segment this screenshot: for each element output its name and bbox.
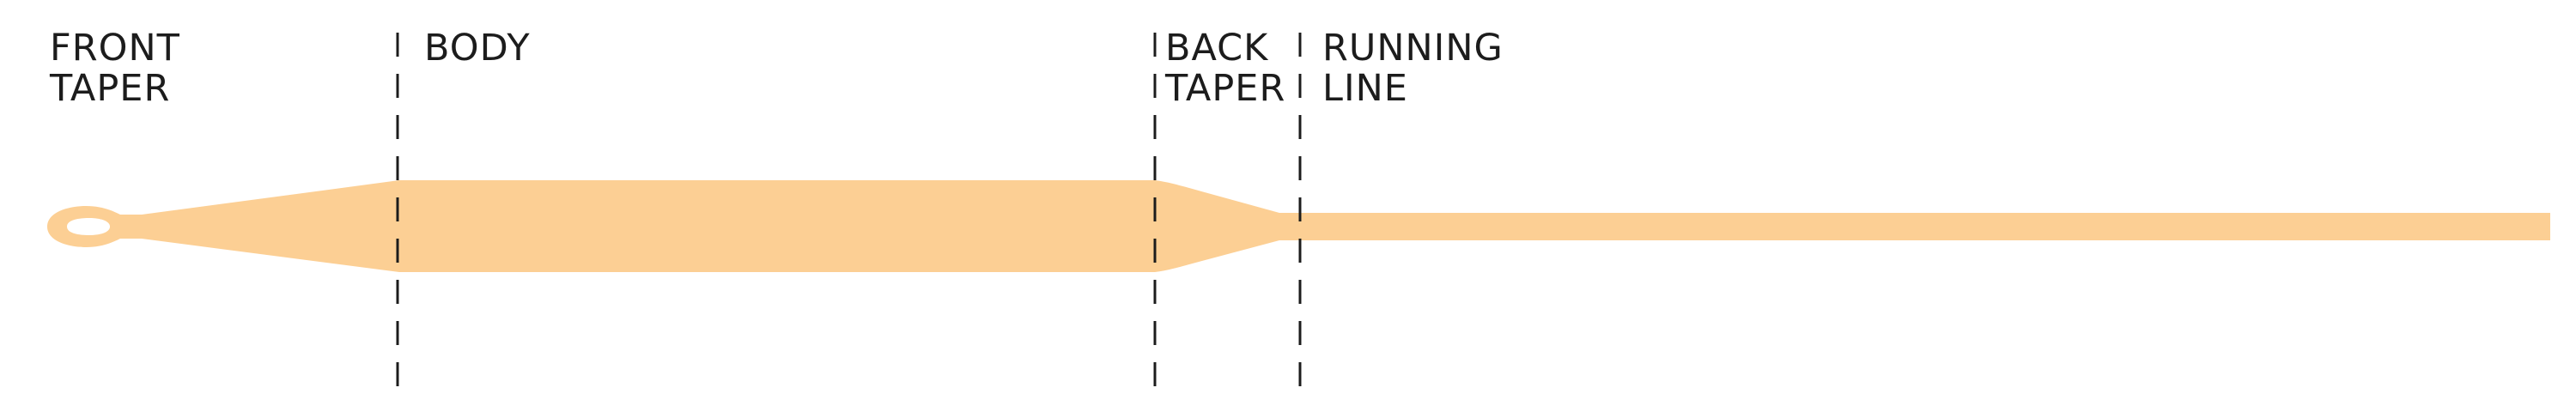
label-body: BODY: [424, 28, 531, 69]
label-running-line-line2: LINE: [1322, 67, 1408, 110]
label-running-line-line1: RUNNING: [1322, 27, 1504, 70]
line-loop: [47, 180, 2550, 272]
label-body-line1: BODY: [424, 27, 531, 70]
label-front-taper: FRONT TAPER: [50, 28, 180, 109]
label-running-line: RUNNING LINE: [1322, 28, 1504, 109]
label-front-taper-line1: FRONT: [50, 27, 180, 70]
label-back-taper: BACK TAPER: [1165, 28, 1285, 109]
label-back-taper-line2: TAPER: [1165, 67, 1286, 110]
label-back-taper-line1: BACK: [1165, 27, 1269, 70]
label-front-taper-line2: TAPER: [50, 67, 171, 110]
